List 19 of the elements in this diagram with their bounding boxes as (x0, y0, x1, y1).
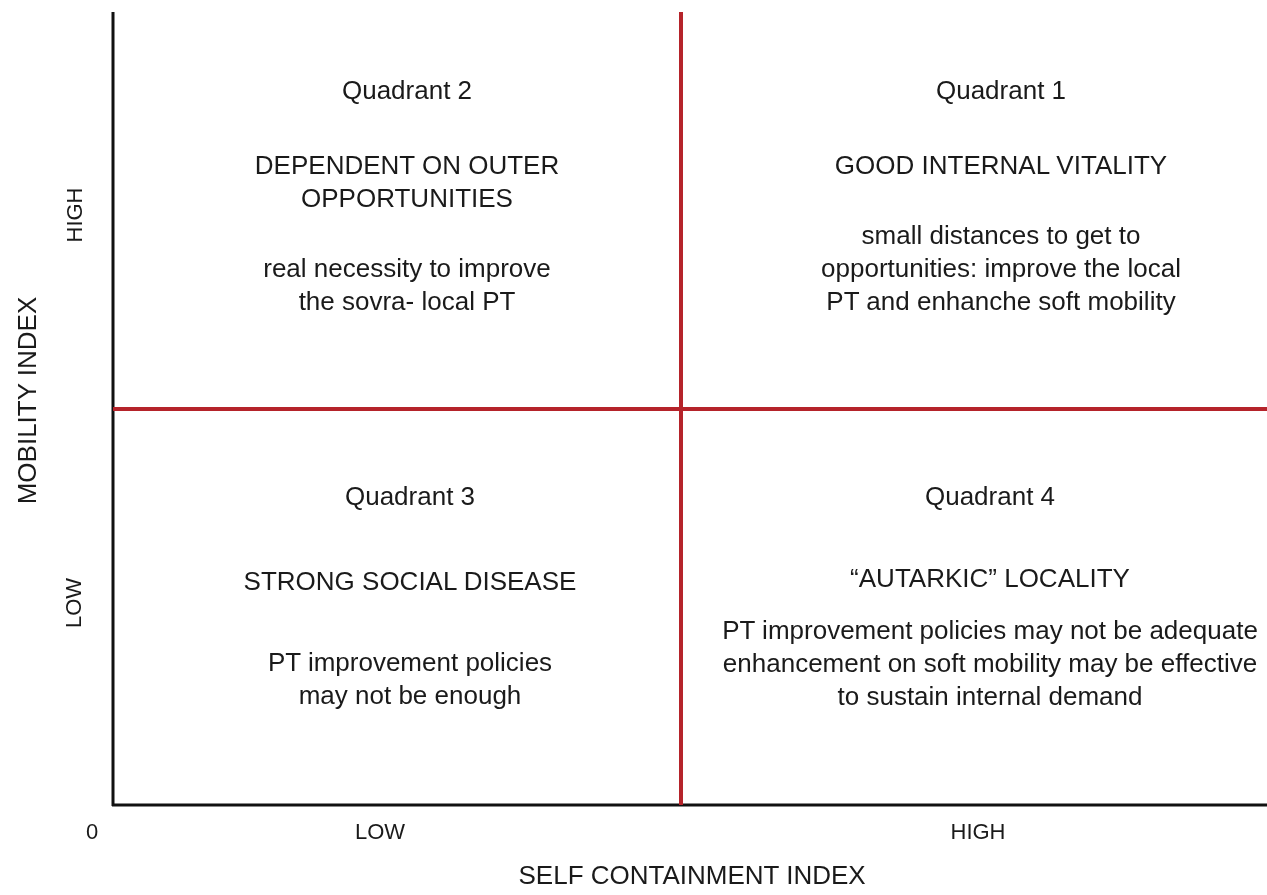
quadrant-description: small distances to get to opportunities: improve the local PT and enhanche soft mobility (820, 219, 1182, 318)
quadrant-description: PT improvement policies may not be adequate enhancement on soft mobility may be effective to sustain internal demand (721, 614, 1259, 713)
axis-tick-label: LOW (355, 819, 406, 845)
axis-tick-label: HIGH (61, 187, 87, 243)
quadrant-description: real necessity to improve the sovra- local PT (262, 252, 552, 318)
axis-tick-label: HIGH (950, 819, 1006, 845)
quadrant-description: PT improvement policies may not be enough (266, 646, 554, 712)
quadrant-heading: Quadrant 1 (934, 74, 1068, 107)
quadrant-heading: Quadrant 2 (340, 74, 474, 107)
quadrant-title: GOOD INTERNAL VITALITY (833, 149, 1169, 182)
quadrant-title: “AUTARKIC” LOCALITY (849, 562, 1131, 595)
quadrant-title: STRONG SOCIAL DISEASE (242, 565, 578, 598)
axis-title: MOBILITY INDEX (12, 296, 44, 504)
quadrant-heading: Quadrant 3 (343, 480, 477, 513)
quadrant-title: DEPENDENT ON OUTER OPPORTUNITIES (253, 149, 561, 215)
quadrant-heading: Quadrant 4 (923, 480, 1057, 513)
axis-tick-label: LOW (61, 577, 88, 629)
axis-title: SELF CONTAINMENT INDEX (518, 859, 866, 891)
origin-label: 0 (86, 819, 99, 845)
